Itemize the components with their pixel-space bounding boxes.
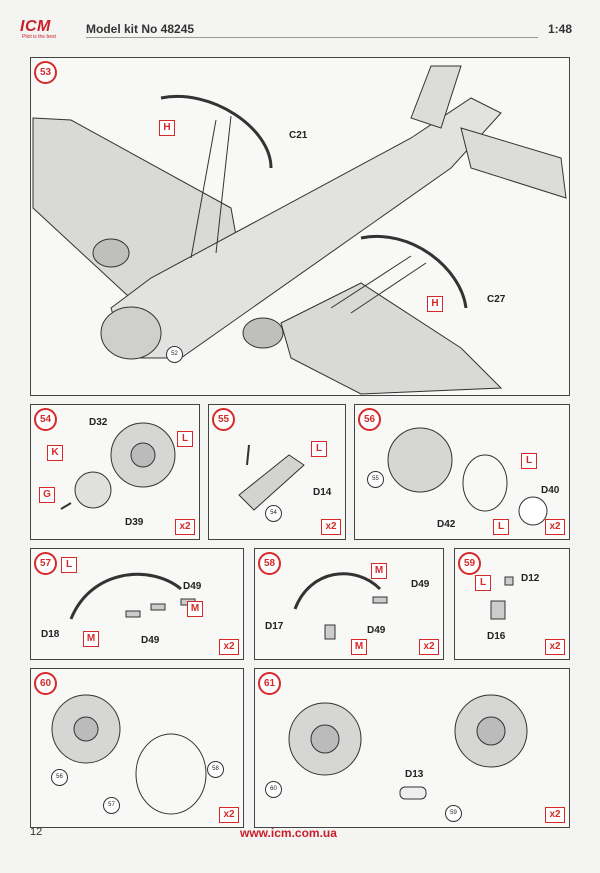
page-footer: 12 www.icm.com.ua [0, 820, 600, 860]
engine-cylinders-drawing [387, 427, 548, 526]
page-number: 12 [30, 826, 43, 838]
step-number-59: 59 [458, 552, 481, 575]
part-label-d49: D49 [367, 625, 386, 636]
part-label-d49: D49 [183, 581, 202, 592]
part-label-m: M [371, 563, 387, 579]
step-53-panel: 53 H C21 H C27 52 [30, 57, 570, 396]
step-60-panel: 60 56 58 57 x2 [30, 668, 244, 828]
step-ref-59: 59 [445, 805, 462, 822]
part-label-c27: C27 [487, 294, 506, 305]
quantity-x2: x2 [545, 639, 565, 655]
part-label-d49: D49 [141, 635, 160, 646]
part-label-l: L [311, 441, 327, 457]
step-61-panel: 61 D13 60 59 x2 [254, 668, 570, 828]
small-parts-drawing [490, 576, 514, 620]
page-header: ICM Pilot is the best Model kit No 48245… [0, 0, 600, 44]
step-number-57: 57 [34, 552, 57, 575]
part-label-d39: D39 [125, 517, 144, 528]
part-label-c21: C21 [289, 130, 308, 141]
step-number-55: 55 [212, 408, 235, 431]
part-label-d16: D16 [487, 631, 506, 642]
step-ref-56: 56 [51, 769, 68, 786]
step-number-53: 53 [34, 61, 57, 84]
part-label-k: K [47, 445, 63, 461]
step-ref-60: 60 [265, 781, 282, 798]
quantity-x2: x2 [321, 519, 341, 535]
step-ref-55: 55 [367, 471, 384, 488]
engine-cowling-drawing [51, 694, 207, 815]
part-label-d14: D14 [313, 487, 332, 498]
step-56-panel: 56 L D40 D42 L 55 x2 [354, 404, 570, 540]
step-number-58: 58 [258, 552, 281, 575]
step-ref-58: 58 [207, 761, 224, 778]
part-label-d18: D18 [41, 629, 60, 640]
step-number-61: 61 [258, 672, 281, 695]
part-label-m: M [351, 639, 367, 655]
part-label-d12: D12 [521, 573, 540, 584]
part-label-l: L [521, 453, 537, 469]
step-number-54: 54 [34, 408, 57, 431]
website-link[interactable]: www.icm.com.ua [240, 826, 337, 840]
part-label-d32: D32 [89, 417, 108, 428]
logo-tagline: Pilot is the best [22, 34, 56, 40]
part-label-d42: D42 [437, 519, 456, 530]
step-ref-54: 54 [265, 505, 282, 522]
step-55-panel: 55 L D14 54 x2 [208, 404, 346, 540]
part-label-l: L [177, 431, 193, 447]
step-ref-52: 52 [166, 346, 183, 363]
part-label-m: M [83, 631, 99, 647]
crankcase-drawing [238, 444, 305, 511]
part-label-g: G [39, 487, 55, 503]
cowling-flaps-drawing [293, 572, 388, 640]
step-ref-57: 57 [103, 797, 120, 814]
step-number-60: 60 [34, 672, 57, 695]
step-54-panel: 54 D32 K L G D39 x2 [30, 404, 200, 540]
part-label-d40: D40 [541, 485, 560, 496]
icm-logo: ICM Pilot is the best [20, 18, 72, 42]
part-label-h: H [159, 120, 175, 136]
engine-final-assembly-drawing [288, 694, 528, 800]
quantity-x2: x2 [175, 519, 195, 535]
part-label-d49: D49 [411, 579, 430, 590]
part-label-d13: D13 [405, 769, 424, 780]
part-label-h: H [427, 296, 443, 312]
part-label-l: L [475, 575, 491, 591]
step-58-panel: 58 M D49 D17 D49 M x2 [254, 548, 444, 660]
engine-assembly-drawing [60, 422, 176, 510]
part-label-d17: D17 [265, 621, 284, 632]
quantity-x2: x2 [545, 807, 565, 823]
scale-label: 1:48 [548, 22, 573, 36]
quantity-x2: x2 [219, 639, 239, 655]
step-59-panel: 59 D12 L D16 x2 [454, 548, 570, 660]
part-label-m: M [187, 601, 203, 617]
part-label-l: L [493, 519, 509, 535]
step-number-56: 56 [358, 408, 381, 431]
quantity-x2: x2 [419, 639, 439, 655]
header-divider [86, 37, 538, 38]
step-57-panel: 57 L D49 M D18 M D49 x2 [30, 548, 244, 660]
quantity-x2: x2 [545, 519, 565, 535]
part-label-l: L [61, 557, 77, 573]
logo-mark: ICM [20, 18, 51, 35]
kit-number: Model kit No 48245 [86, 22, 195, 36]
quantity-x2: x2 [219, 807, 239, 823]
aircraft-fuselage-drawing [32, 65, 567, 395]
